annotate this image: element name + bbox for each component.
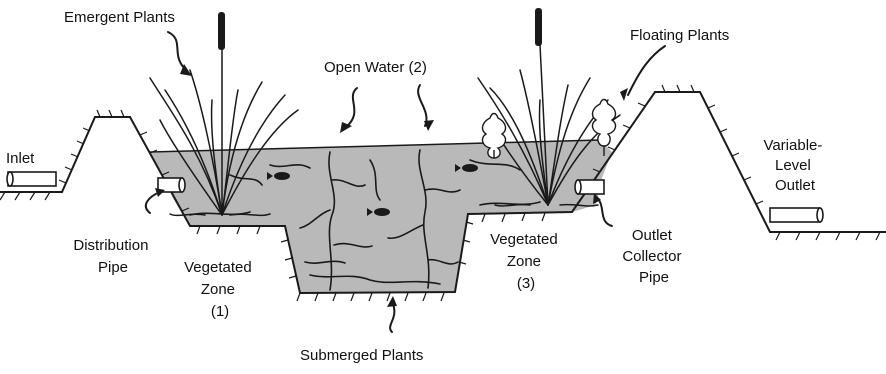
arrow-open-water-right (418, 85, 426, 126)
cattail-right (535, 8, 542, 46)
cattail-left (218, 12, 225, 50)
arrow-open-water-left (345, 88, 357, 128)
arrow-floating (628, 46, 665, 95)
label-outlet-collector-pipe: Outlet Collector Pipe (622, 227, 685, 286)
label-vegetated-zone-3: Vegetated Zone (3) (490, 231, 562, 292)
variable-level-outlet-pipe (770, 208, 823, 222)
label-floating-plants: Floating Plants (630, 27, 729, 44)
label-open-water: Open Water (2) (324, 59, 427, 76)
label-variable-level-outlet: Variable- Level Outlet (763, 137, 826, 194)
label-distribution-pipe: Distribution Pipe (73, 237, 152, 276)
arrow-emergent (168, 32, 186, 70)
label-emergent-plants: Emergent Plants (64, 9, 175, 26)
label-vegetated-zone-1: Vegetated Zone (1) (184, 259, 256, 320)
label-submerged-plants: Submerged Plants (300, 347, 423, 364)
inlet-pipe (7, 172, 56, 186)
arrow-outlet-collector (597, 198, 612, 226)
outlet-collector-pipe (575, 180, 604, 194)
label-inlet: Inlet (6, 150, 35, 167)
